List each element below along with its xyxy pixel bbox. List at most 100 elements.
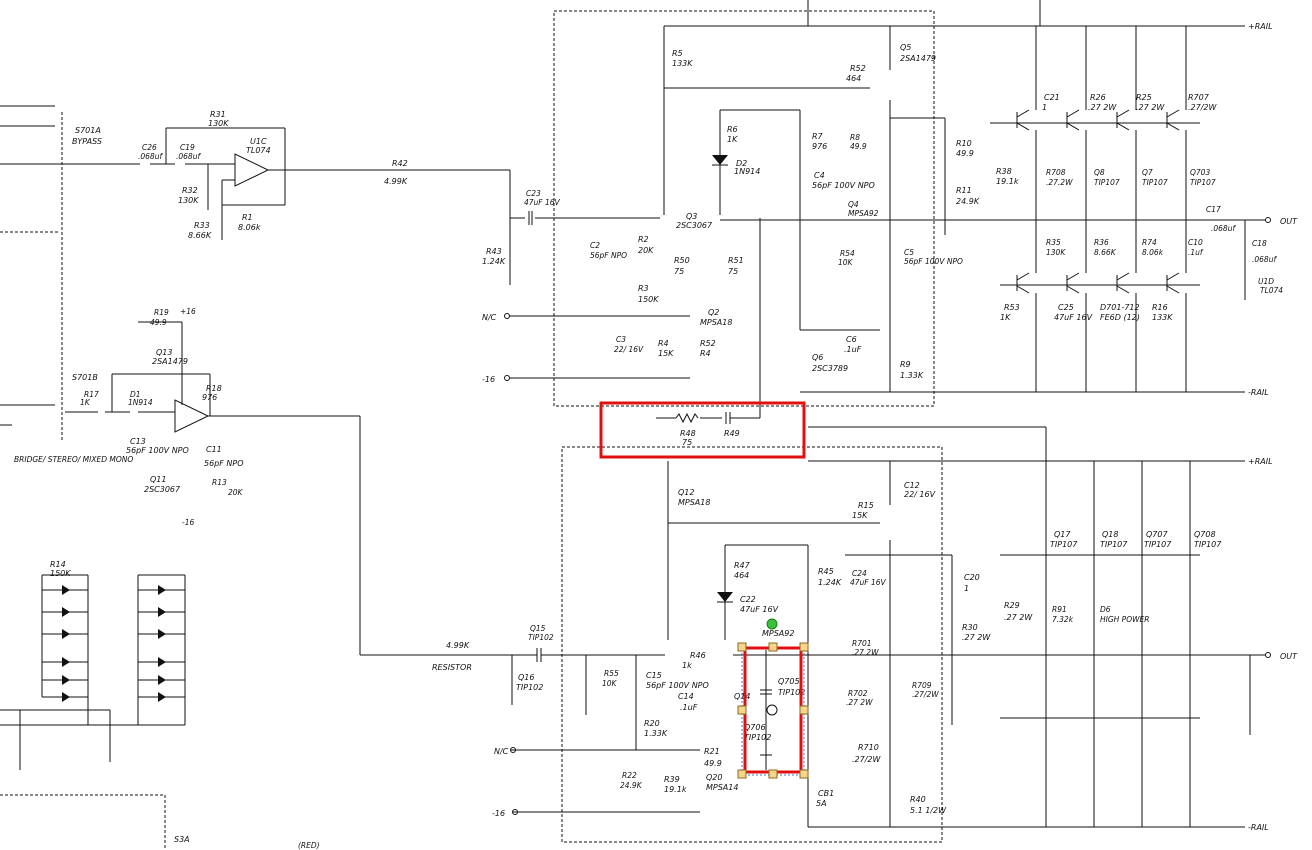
r54-value: MPSA92 xyxy=(848,209,879,218)
q12-ref: R21 xyxy=(704,747,720,756)
q703-value: FE6D (12) xyxy=(1100,313,1140,322)
c25-ref: R49 xyxy=(724,429,740,438)
r45-ref: Q16 xyxy=(518,673,534,682)
r3-value: 150K xyxy=(638,295,659,304)
lower-neg16-label: -16 xyxy=(492,809,505,818)
r34-ref: Q13 xyxy=(156,348,172,357)
c15-ref: R702 xyxy=(848,689,868,698)
r706-ref: Q703 xyxy=(1190,168,1210,177)
r46-value: TIP102 xyxy=(744,733,771,742)
c23-value: 47uF 16V xyxy=(524,198,561,207)
r4-value: 15K xyxy=(658,349,674,358)
r47-value: MPSA14 xyxy=(706,783,738,792)
r8-value: 2SA1479 xyxy=(900,54,936,63)
q5-ref: R52 xyxy=(850,64,866,73)
r7-value: 976 xyxy=(812,142,827,151)
r24-ref: R708 xyxy=(1046,168,1066,177)
c11-ref: R55 xyxy=(604,669,619,678)
c2-ref: C2 xyxy=(590,241,600,250)
r31-value: 130K xyxy=(208,119,229,128)
d701-ref: R14 xyxy=(50,560,66,569)
r2-value: 20K xyxy=(638,246,654,255)
r23-ref: Q8 xyxy=(1094,168,1105,177)
q701-ref: R25 xyxy=(1136,93,1152,102)
r36-value: 2SC3067 xyxy=(144,485,181,494)
q19-value: 19.1k xyxy=(996,177,1019,186)
r702-ref: D6 xyxy=(1100,605,1111,614)
c15-value: .27 2W xyxy=(846,698,873,707)
r35-value: 56pF 100V NPO xyxy=(126,446,189,455)
r701-value: 7.32k xyxy=(1052,615,1074,624)
r12-ref: C18 xyxy=(1252,239,1267,248)
r50-ref: R50 xyxy=(674,256,690,265)
q4-value: 56pF 100V NPO xyxy=(812,181,875,190)
upper-pnp-output-bank xyxy=(1000,220,1200,392)
r32-value: 130K xyxy=(178,196,199,205)
lower-nc-label: N/C xyxy=(494,747,509,756)
neg16-label-u1d: -16 xyxy=(182,518,194,527)
led-color-label: (RED) xyxy=(298,841,320,850)
r52-ref: R52 xyxy=(700,339,716,348)
r32-ref: R32 xyxy=(182,186,198,195)
c21-value: TL074 xyxy=(1260,286,1283,295)
upper-out-label: OUT xyxy=(1280,217,1298,226)
q705-value: TIP107 xyxy=(1144,540,1172,549)
r39-ref: R30 xyxy=(962,623,978,632)
r19-ref: C12 xyxy=(904,481,920,490)
c3-value: 22/ 16V xyxy=(614,345,644,354)
q702-value: .27/2W xyxy=(1188,103,1218,112)
r19-value: 22/ 16V xyxy=(904,490,936,499)
r20-ref: CB1 xyxy=(818,789,834,798)
r9-ref: Q6 xyxy=(812,353,823,362)
q703-ref: D701-712 xyxy=(1100,303,1140,312)
q11-value: 1k xyxy=(682,661,692,670)
q10-ref: R26 xyxy=(1090,93,1106,102)
rotate-handle-icon[interactable] xyxy=(766,618,778,630)
q706-value: TIP107 xyxy=(1194,540,1222,549)
r702-value: HIGH POWER xyxy=(1100,615,1149,624)
q10-value: .27 2W xyxy=(1088,103,1117,112)
selection-handles[interactable] xyxy=(737,642,809,779)
c4-value: 49.9 xyxy=(850,142,867,151)
upper-neg-rail-label: -RAIL xyxy=(1248,388,1269,397)
r52-value: R4 xyxy=(700,349,711,358)
r53-c25-highlight-box[interactable] xyxy=(599,401,806,459)
c5-ref: R54 xyxy=(840,249,855,258)
q16-value: TIP107 xyxy=(1100,540,1128,549)
c10-value: 20K xyxy=(228,488,244,497)
r16-value: MPSA18 xyxy=(678,498,710,507)
u1d-value: 976 xyxy=(202,393,217,402)
c18-value: 1N914 xyxy=(128,398,153,407)
u1d-ref: R18 xyxy=(206,384,222,393)
r14-value: 1.33K xyxy=(644,729,668,738)
q704-value: 133K xyxy=(1152,313,1173,322)
r45-value: TIP102 xyxy=(516,683,543,692)
r5-ref: R5 xyxy=(672,49,683,58)
r53-ref: R48 xyxy=(680,429,696,438)
q13-value: 15K xyxy=(852,511,868,520)
q706-ref: Q708 xyxy=(1194,530,1216,539)
r13-value: 56pF 100V NPO xyxy=(646,681,709,690)
r11-value: 49.9 xyxy=(956,149,974,158)
q14-ref: R710 xyxy=(858,743,879,752)
r21-ref: R40 xyxy=(910,795,926,804)
q704-ref: R16 xyxy=(1152,303,1168,312)
r33-ref: R33 xyxy=(194,221,210,230)
s701a-value: BYPASS xyxy=(72,137,102,146)
c24-selection-frame[interactable] xyxy=(741,646,805,776)
r6-value: 1K xyxy=(727,135,738,144)
q11-ref: R46 xyxy=(690,651,706,660)
r13-ref: C15 xyxy=(646,671,662,680)
r74-value: 56pF NPO xyxy=(204,459,244,468)
q8-ref: R53 xyxy=(1004,303,1020,312)
c19-value: .068uf xyxy=(176,152,201,161)
q6-ref: C6 xyxy=(846,335,857,344)
q2-ref: Q2 xyxy=(708,308,719,317)
r39-value: .27 2W xyxy=(962,633,991,642)
r20-value: 5A xyxy=(816,799,827,808)
s701b-ref: S701B xyxy=(72,373,98,382)
r36-ref: Q11 xyxy=(150,475,166,484)
r1-ref: R1 xyxy=(242,213,253,222)
r24-value: .27.2W xyxy=(1046,178,1073,187)
